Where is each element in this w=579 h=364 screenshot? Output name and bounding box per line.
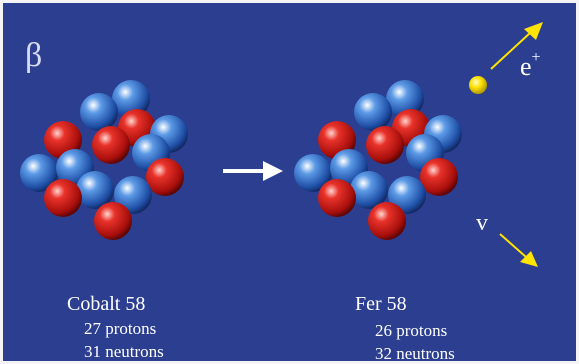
neutron-sphere bbox=[294, 154, 332, 192]
neutron-sphere bbox=[20, 154, 58, 192]
neutron-sphere bbox=[114, 176, 152, 214]
neutrino-emission-arrow bbox=[499, 233, 538, 267]
proton-sphere bbox=[44, 179, 82, 217]
cobalt-protons: 27 protons bbox=[84, 319, 157, 338]
positron-particle bbox=[469, 76, 487, 94]
beta-symbol: β bbox=[25, 37, 43, 74]
proton-sphere bbox=[368, 202, 406, 240]
proton-sphere bbox=[318, 179, 356, 217]
neutron-sphere bbox=[76, 171, 114, 209]
neutron-sphere bbox=[354, 93, 392, 131]
iron-neutrons: 32 neutrons bbox=[375, 344, 455, 361]
neutrino-label: v bbox=[476, 210, 488, 236]
proton-sphere bbox=[94, 202, 132, 240]
neutron-sphere bbox=[386, 80, 424, 118]
positron-emission-arrow bbox=[490, 22, 543, 70]
cobalt-name: Cobalt 58 bbox=[67, 293, 146, 315]
proton-sphere bbox=[420, 158, 458, 196]
cobalt-neutrons: 31 neutrons bbox=[84, 342, 164, 361]
iron-58-nucleus bbox=[294, 80, 462, 240]
beta-decay-diagram: β bbox=[3, 3, 576, 361]
positron-label: e+ bbox=[520, 49, 541, 82]
neutron-sphere bbox=[80, 93, 118, 131]
neutron-sphere bbox=[112, 80, 150, 118]
diagram-graphics bbox=[20, 22, 543, 267]
cobalt-58-nucleus bbox=[20, 80, 188, 240]
proton-sphere bbox=[92, 126, 130, 164]
iron-name: Fer 58 bbox=[355, 293, 407, 315]
proton-sphere bbox=[146, 158, 184, 196]
proton-sphere bbox=[366, 126, 404, 164]
positron-symbol: e bbox=[520, 52, 532, 81]
reaction-arrow bbox=[223, 161, 283, 181]
iron-protons: 26 protons bbox=[375, 321, 448, 340]
neutron-sphere bbox=[350, 171, 388, 209]
neutron-sphere bbox=[388, 176, 426, 214]
positron-charge: + bbox=[531, 49, 541, 67]
